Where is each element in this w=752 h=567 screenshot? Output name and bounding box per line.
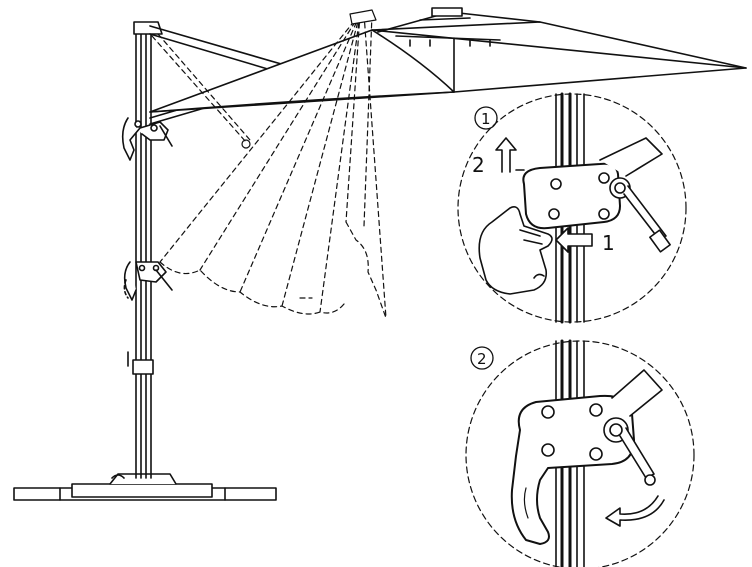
lower-hinge — [123, 261, 173, 301]
tilt-positions — [151, 9, 387, 319]
mast-pole — [127, 21, 163, 479]
detail-step-1: 1 2 1 — [457, 92, 687, 324]
step2-marker: 2 — [477, 350, 487, 368]
hand-icon — [478, 206, 553, 295]
upper-hinge — [121, 117, 173, 161]
arrow-up — [495, 137, 517, 173]
canopy-open — [149, 7, 747, 113]
step1-arrow-left-label: 1 — [602, 231, 615, 255]
cross-base — [13, 473, 277, 501]
arrow-left — [555, 227, 593, 253]
detail-step-2: 2 — [465, 339, 695, 567]
rotate-arrow-icon — [605, 495, 665, 527]
step1-marker: 1 — [481, 110, 491, 128]
step1-arrow-up-label: 2 — [472, 153, 485, 177]
